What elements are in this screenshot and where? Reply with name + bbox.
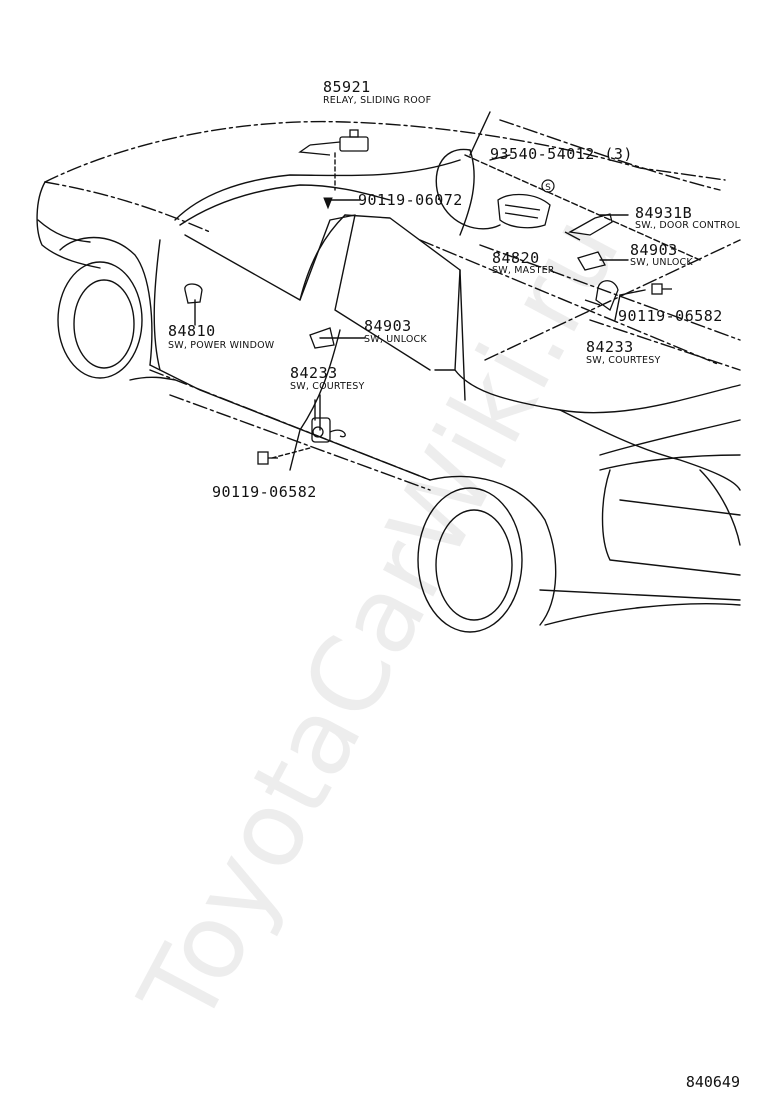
sw-unlock-rear-part [309, 327, 335, 349]
label-sw-door-control-name: SW., DOOR CONTROL [635, 220, 741, 231]
label-sw-unlock-front-number: 84903 [630, 241, 678, 259]
label-sw-unlock-front-name: SW, UNLOCK [630, 257, 693, 268]
label-sw-unlock-rear-number: 84903 [364, 317, 412, 335]
label-sw-courtesy-front-name: SW, COURTESY [586, 355, 661, 366]
screw-front-part [651, 283, 672, 295]
a-pillar [174, 159, 461, 221]
label-sw-unlock-rear-name: SW, UNLOCK [364, 334, 427, 345]
label-sw-courtesy-rear-number: 84233 [290, 364, 338, 382]
sw-courtesy-rear-part [311, 417, 346, 443]
sw-door-control-part [564, 213, 613, 241]
label-screw-rear-number: 90119-06582 [212, 483, 317, 501]
svg-text:S: S [545, 183, 551, 193]
label-sw-master-number: 84820 [492, 249, 540, 267]
label-clip-number: 93540-54012 (3) [490, 145, 633, 163]
sw-power-window-part [184, 283, 203, 304]
screw-roof-part [323, 197, 333, 210]
label-sw-power-window-name: SW, POWER WINDOW [168, 340, 275, 351]
screw-rear-part [257, 451, 278, 465]
clip-part: S [541, 179, 555, 193]
rear-wheel [417, 487, 523, 633]
label-relay-sliding-roof-number: 85921 [323, 78, 371, 96]
label-sw-power-window-number: 84810 [168, 322, 216, 340]
label-sw-courtesy-front-number: 84233 [586, 338, 634, 356]
label-relay-sliding-roof-name: RELAY, SLIDING ROOF [323, 95, 432, 106]
label-sw-courtesy-rear-name: SW, COURTESY [290, 381, 365, 392]
label-sw-master-name: SW, MASTER [492, 265, 555, 276]
label-screw-roof-number: 90119-06072 [358, 191, 463, 209]
sw-unlock-front-part [577, 251, 606, 271]
label-sw-door-control-number: 84931B [635, 204, 693, 222]
rear-glass-outline [499, 119, 721, 191]
label-screw-front-number: 90119-06582 [618, 307, 723, 325]
front-wheel [57, 261, 143, 379]
sw-master-part [497, 193, 551, 229]
sw-courtesy-front-part [584, 280, 619, 312]
roof-outline [44, 120, 726, 183]
relay-sliding-roof-part [298, 129, 369, 156]
diagram-number: 840649 [685, 1073, 740, 1091]
